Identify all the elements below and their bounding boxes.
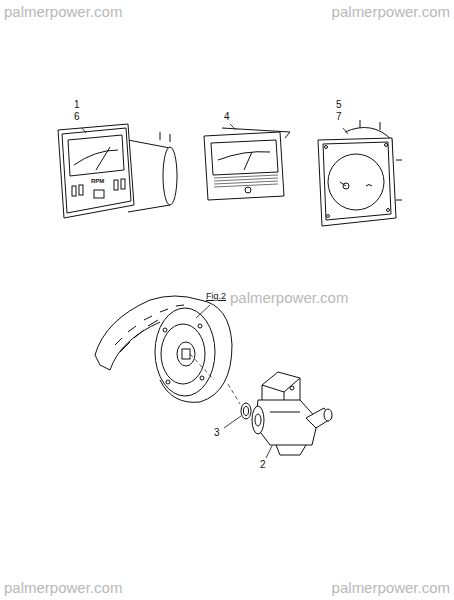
washer-hole xyxy=(244,407,249,416)
gauge-rear xyxy=(318,120,402,226)
watermark: palmerpower.com xyxy=(332,4,450,19)
watermark: palmerpower.com xyxy=(4,580,122,595)
tacho-generator xyxy=(252,372,332,455)
figure-reference: Fig.2 xyxy=(206,292,226,301)
washer xyxy=(241,403,251,419)
callout-number: 4 xyxy=(224,112,230,122)
watermark: palmerpower.com xyxy=(230,290,348,305)
callout-number: 2 xyxy=(260,460,266,470)
watermark: palmerpower.com xyxy=(4,4,122,19)
dial-text: RPM xyxy=(91,178,104,184)
callout-number: 7 xyxy=(336,112,342,122)
callout-number: 3 xyxy=(214,428,220,438)
callout-number: 5 xyxy=(336,100,342,110)
watermark: palmerpower.com xyxy=(332,580,450,595)
meter-gauge xyxy=(204,128,290,200)
callout-number: 6 xyxy=(74,112,80,122)
callout-number: 1 xyxy=(74,100,80,110)
engine-housing xyxy=(95,296,232,402)
tachometer-gauge xyxy=(58,124,177,218)
